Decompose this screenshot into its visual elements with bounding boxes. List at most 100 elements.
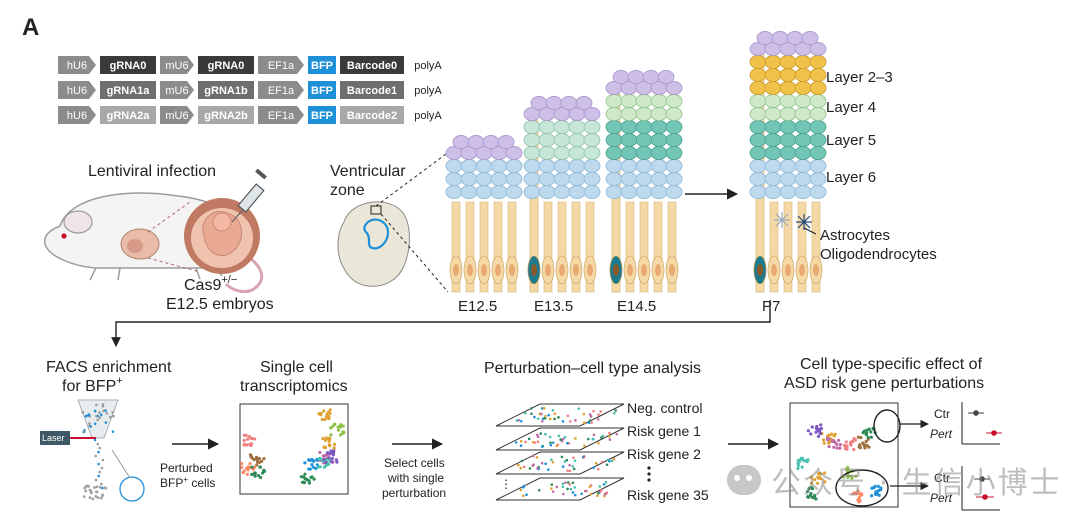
construct-2-part-1: gRNA2a [100, 106, 156, 124]
select-label-3: perturbation [382, 486, 446, 500]
effect-plot-2: Ctr Pert [930, 466, 1000, 511]
risk-gene-35: Risk gene 35 [627, 487, 709, 503]
risk-gene-1: Risk gene 1 [627, 423, 701, 439]
construct-0-part-5: BFP [308, 56, 336, 74]
construct-label: hU6 [67, 85, 87, 97]
construct-1-part-4: EF1a [258, 81, 304, 99]
effect-umap-clusters [796, 423, 883, 504]
cortex-column [523, 96, 601, 293]
construct-label: EF1a [268, 110, 295, 122]
stack-plane [495, 403, 625, 427]
construct-label: Barcode2 [347, 110, 397, 122]
construct-label: BFP [311, 85, 333, 97]
construct-2-part-3: gRNA2b [198, 106, 254, 124]
effect-plot-1: Ctr Pert [930, 402, 1002, 445]
construct-label: polyA [414, 85, 442, 97]
stage-label: P7 [762, 298, 780, 315]
construct-1-part-7: polyA [414, 85, 442, 97]
facs-label-1: FACS enrichment [46, 359, 172, 376]
construct-0-part-0: hU6 [58, 56, 96, 74]
risk-gene-2: Risk gene 2 [627, 446, 701, 462]
highlight-circle-1 [873, 409, 901, 443]
embryo-illustration [147, 198, 260, 274]
construct-1-part-1: gRNA1a [100, 81, 156, 99]
perturbed-label-1: Perturbed [160, 461, 213, 475]
select-label-1: Select cells [384, 456, 445, 470]
construct-label: gRNA2a [107, 110, 151, 122]
construct-0-part-7: polyA [414, 60, 442, 72]
construct-0-part-3: gRNA0 [198, 56, 254, 74]
watermark-text: 公众号 · 生信小博士 [771, 466, 1062, 501]
construct-2-part-2: mU6 [160, 106, 194, 124]
construct-1-part-2: mU6 [160, 81, 194, 99]
construct-0-part-4: EF1a [258, 56, 304, 74]
construct-label: gRNA1a [107, 85, 151, 97]
perturbation-stack: ⋮ [495, 403, 625, 501]
construct-label: mU6 [165, 85, 188, 97]
pert-label-2: Pert [930, 491, 953, 505]
single-cell-label-2: transcriptomics [240, 378, 348, 395]
cas9-label: Cas9+/− [184, 274, 237, 294]
cortex-column [445, 135, 523, 293]
construct-label: gRNA0 [208, 60, 245, 72]
stack-plane [495, 477, 625, 501]
construct-label: mU6 [165, 110, 188, 122]
stack-plane [495, 451, 625, 475]
wechat-icon [727, 465, 761, 495]
umap-clusters [240, 408, 346, 485]
ventricular-label-1: Ventricular [330, 163, 406, 180]
workflow-connector [111, 300, 771, 347]
construct-label: gRNA2b [204, 110, 248, 122]
ctr-label-1: Ctr [934, 407, 950, 421]
layer-label: Layer 2–3 [826, 69, 893, 86]
construct-label: hU6 [67, 110, 87, 122]
construct-label: Barcode1 [347, 85, 397, 97]
construct-label: mU6 [165, 60, 188, 72]
effect-label-1: Cell type-specific effect of [800, 356, 983, 373]
construct-label: EF1a [268, 85, 295, 97]
construct-label: Barcode0 [347, 60, 397, 72]
laser-label: Laser [42, 433, 65, 443]
construct-label: BFP [311, 60, 333, 72]
construct-1-part-6: Barcode1 [340, 81, 404, 99]
highlight-circle-2 [835, 469, 889, 507]
cortex-columns [445, 31, 827, 293]
construct-0-part-2: mU6 [160, 56, 194, 74]
ptca-label: Perturbation–cell type analysis [484, 360, 701, 377]
construct-label: polyA [414, 60, 442, 72]
construct-1-part-0: hU6 [58, 81, 96, 99]
construct-label: gRNA1b [204, 85, 248, 97]
construct-0-part-6: Barcode0 [340, 56, 404, 74]
vertical-ellipsis-icon [647, 466, 651, 482]
effect-label-2: ASD risk gene perturbations [784, 375, 984, 392]
construct-label: BFP [311, 110, 333, 122]
stage-label: E13.5 [534, 298, 573, 315]
stack-ellipsis: ⋮ [500, 477, 512, 491]
construct-1-part-5: BFP [308, 81, 336, 99]
stage-label: E14.5 [617, 298, 656, 315]
pert-label-1: Pert [930, 427, 953, 441]
umap-box [239, 403, 349, 495]
layer-label: Layer 5 [826, 132, 876, 149]
ventricular-label-2: zone [330, 182, 365, 199]
construct-2-part-5: BFP [308, 106, 336, 124]
oligodendrocytes-label: Oligodendrocytes [820, 246, 937, 263]
watermark: 公众号 · 生信小博士 [727, 459, 1062, 501]
risk-neg-control: Neg. control [627, 400, 702, 416]
stack-plane [495, 427, 625, 451]
construct-2-part-7: polyA [414, 110, 442, 122]
astrocytes-label: Astrocytes [820, 227, 890, 244]
cortex-column [605, 70, 683, 293]
ctr-label-2: Ctr [934, 471, 950, 485]
facs-label-2: for BFP+ [62, 375, 123, 395]
construct-label: hU6 [67, 60, 87, 72]
construct-label: polyA [414, 110, 442, 122]
syringe-icon [231, 168, 267, 223]
construct-0-part-1: gRNA0 [100, 56, 156, 74]
single-cell-label-1: Single cell [260, 359, 333, 376]
brain-illustration [337, 153, 449, 293]
embryos-label: E12.5 embryos [166, 296, 274, 313]
construct-label: gRNA0 [110, 60, 147, 72]
